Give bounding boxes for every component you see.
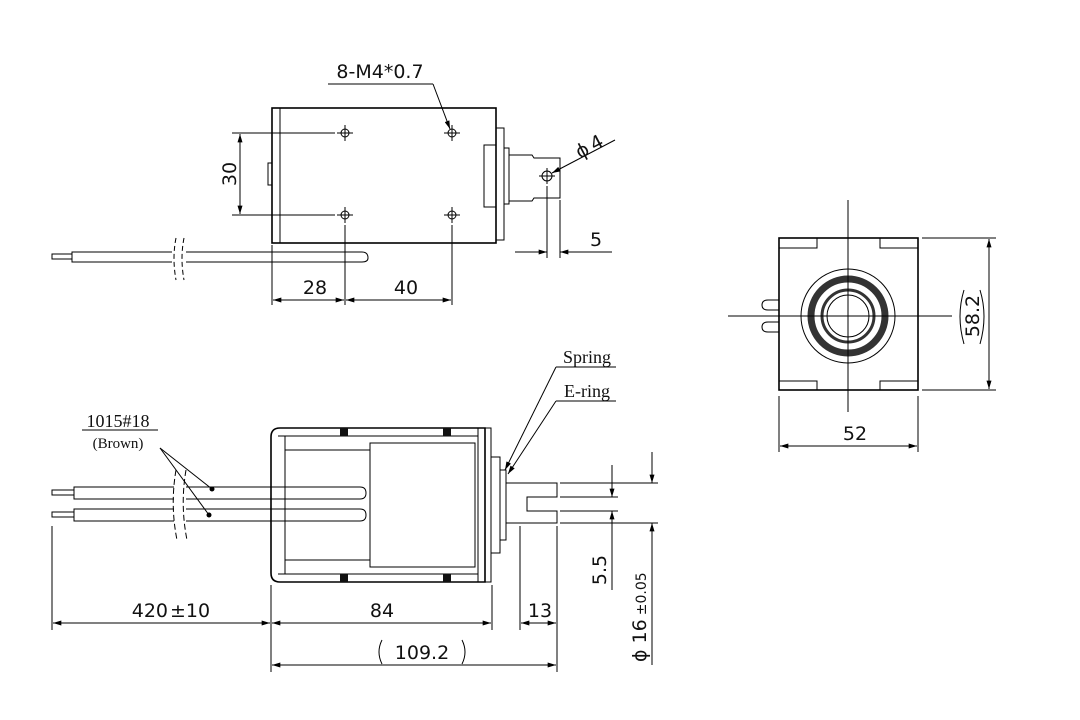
side-view: 1015#18 (Brown) Spring E-ring 420 ±10 84… xyxy=(51,347,658,672)
dim-5: 5 xyxy=(590,229,602,251)
dim-5-5: 5.5 xyxy=(589,555,611,585)
dim-30: 30 xyxy=(219,162,241,186)
mounting-holes xyxy=(337,125,555,223)
dim-420-tolerance: ±10 xyxy=(170,600,210,622)
dim-plunger-diameter: ϕ16±0.05 xyxy=(629,572,651,662)
spring-label: Spring xyxy=(563,347,611,367)
dim-40: 40 xyxy=(394,277,418,299)
hole-diameter-label: ϕ4 xyxy=(572,131,608,164)
wire-label: 1015#18 xyxy=(87,411,150,431)
dim-420: 420 xyxy=(132,600,168,622)
ering-label: E-ring xyxy=(564,381,610,401)
top-view: 30 28 40 5 8-M4*0.7 ϕ4 xyxy=(51,61,616,305)
dim-84: 84 xyxy=(370,600,394,622)
wire-color-label: (Brown) xyxy=(93,436,144,452)
dim-109-2: 109.2 xyxy=(395,642,449,664)
dim-13: 13 xyxy=(528,600,552,622)
dim-58-2: 58.2 xyxy=(962,295,984,337)
top-body xyxy=(271,107,497,244)
clevis xyxy=(508,154,561,202)
dim-28: 28 xyxy=(303,277,327,299)
dim-52: 52 xyxy=(843,423,867,445)
end-view: 58.2 52 xyxy=(728,200,996,452)
thread-note: 8-M4*0.7 xyxy=(336,61,423,83)
